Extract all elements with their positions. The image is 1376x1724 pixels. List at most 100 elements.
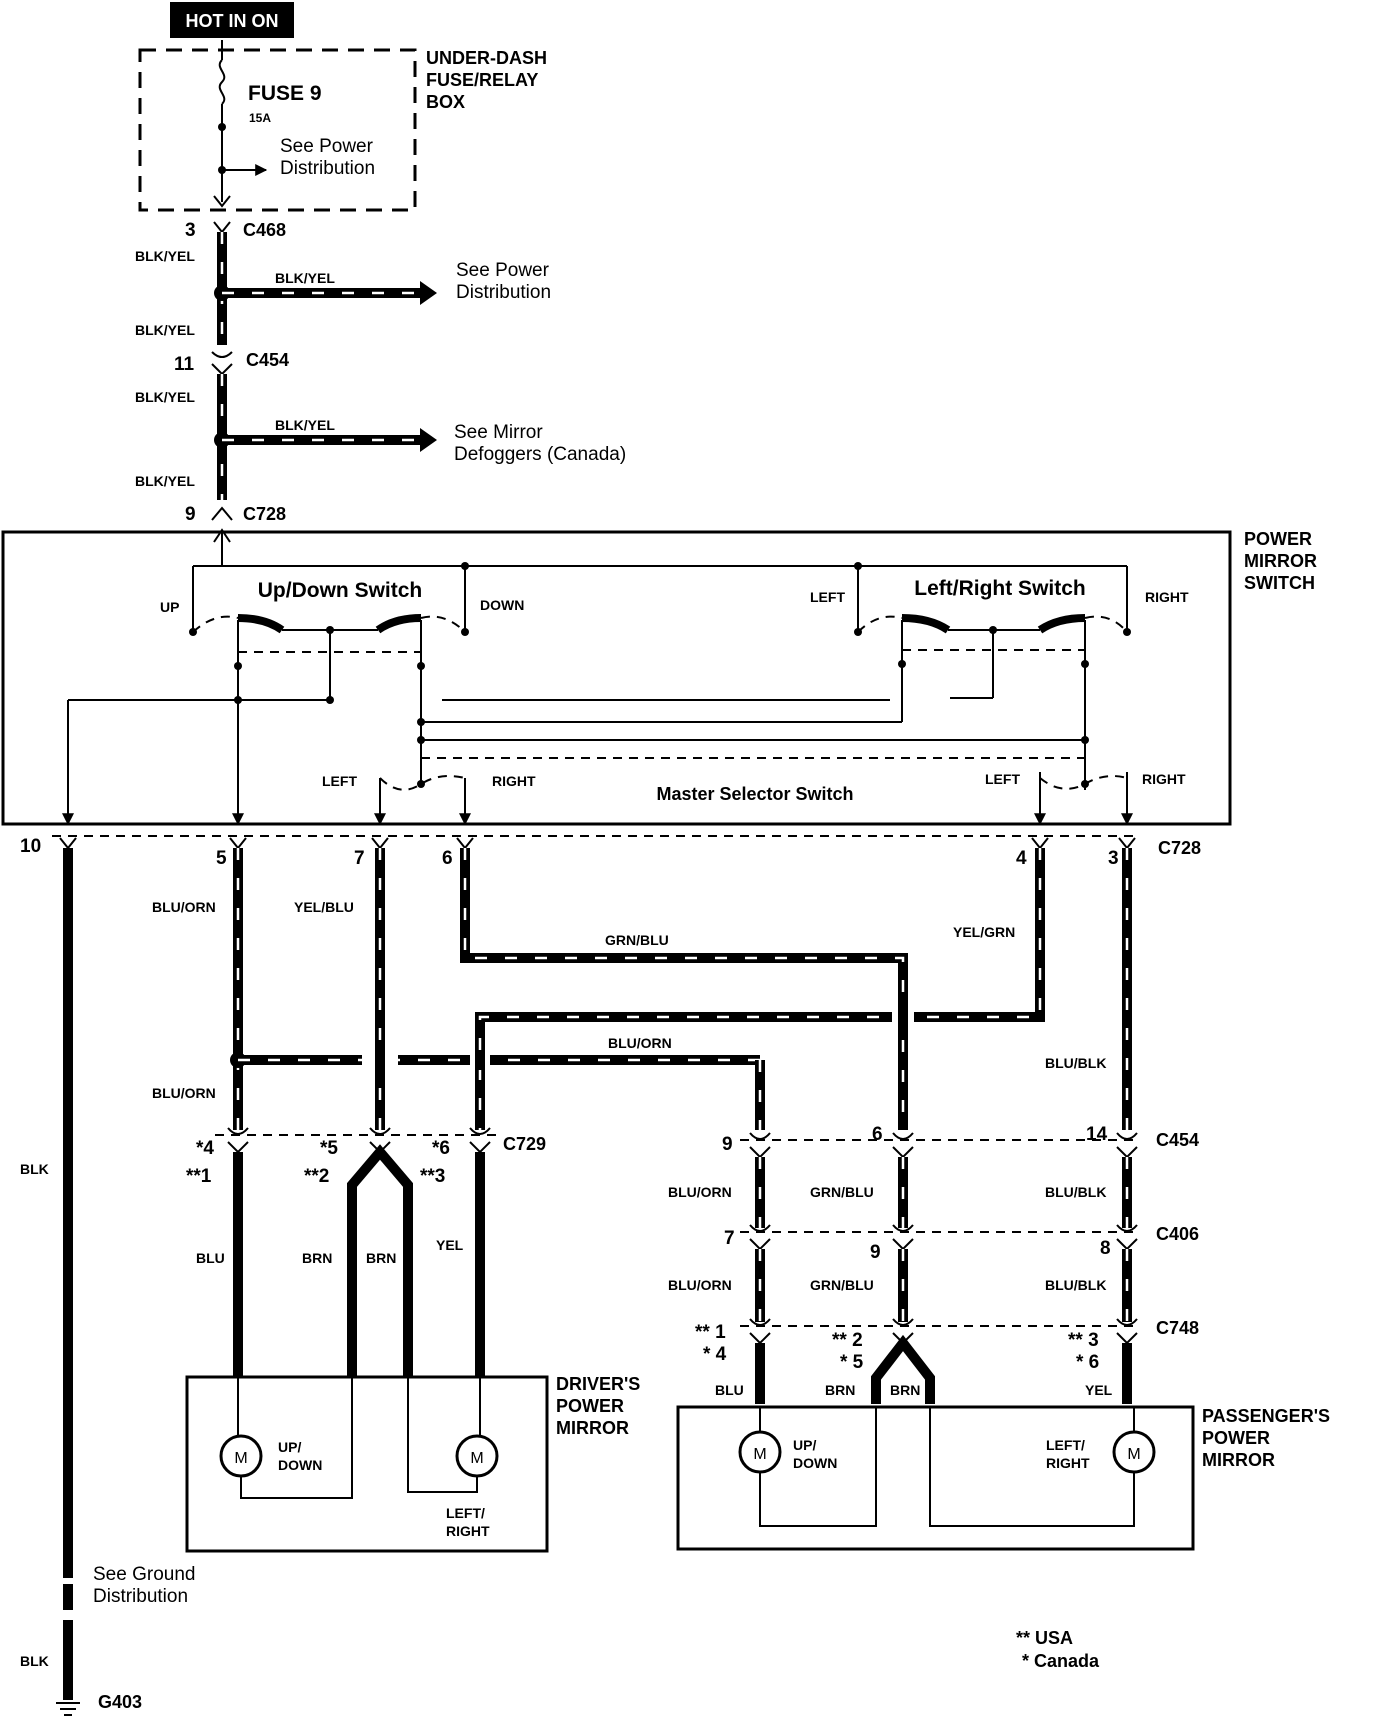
passenger-updown-2: DOWN — [793, 1455, 837, 1471]
pass-wire-blu-blk-1: BLU/BLK — [1045, 1184, 1106, 1200]
c728-pin-4: 4 — [1016, 848, 1027, 869]
driver-wire-yel: YEL — [436, 1237, 464, 1253]
c468-pin: 3 — [185, 220, 196, 241]
c728-pin-9: 9 — [185, 504, 196, 525]
c468-label: C468 — [243, 220, 286, 240]
driver-leftright-1: LEFT/ — [446, 1505, 485, 1521]
master-right-label-1: RIGHT — [492, 773, 536, 789]
passenger-updown-1: UP/ — [793, 1437, 816, 1453]
updown-switch-label: Up/Down Switch — [258, 579, 423, 602]
g403-label: G403 — [98, 1692, 142, 1712]
ground-wire: BLK See Ground Distribution BLK G403 — [20, 848, 195, 1716]
mid-wiring: BLU/ORN BLU/ORN BLU/ORN YEL/BLU GRN/BLU … — [152, 848, 1132, 1130]
driver-updown-1: UP/ — [278, 1439, 301, 1455]
driver-updown-2: DOWN — [278, 1457, 322, 1473]
c728-pin-7: 7 — [354, 848, 365, 869]
c406-pin-9: 9 — [870, 1242, 881, 1263]
pass-wire-brn-2: BRN — [890, 1382, 920, 1398]
wire-blk-yel-3: BLK/YEL — [135, 389, 195, 405]
driver-title-1: DRIVER'S — [556, 1374, 640, 1394]
passenger-wires: BLU BRN BRN YEL — [715, 1334, 1132, 1404]
under-dash-fuse-box: FUSE 9 15A See Power Distribution UNDER-… — [138, 40, 547, 212]
see-power-2-line1: See Power — [456, 260, 550, 281]
see-ground-line1: See Ground — [93, 1564, 195, 1585]
c748-pin-canada-5: * 5 — [840, 1352, 864, 1373]
c729-connector: *4 *5 *6 **1 **2 **3 C729 — [186, 1127, 546, 1187]
c728-pin-3: 3 — [1108, 848, 1119, 869]
c729-pin-canada-1: *4 — [196, 1138, 214, 1159]
c748-pin-usa-2: ** 2 — [832, 1330, 863, 1351]
driver-motor-m-2: M — [470, 1450, 483, 1467]
hot-in-on-text: HOT IN ON — [186, 11, 279, 31]
passenger-leftright-2: RIGHT — [1046, 1455, 1090, 1471]
fuse-rating: 15A — [249, 111, 271, 125]
driver-title-2: POWER — [556, 1396, 624, 1416]
c748-pin-canada-6: * 6 — [1076, 1352, 1099, 1373]
c454-pin-6: 6 — [872, 1124, 883, 1145]
ground-blk-label-1: BLK — [20, 1161, 49, 1177]
see-power-1-line1: See Power — [280, 136, 374, 157]
wire-blk-yel-2: BLK/YEL — [135, 322, 195, 338]
c454-label-top: C454 — [246, 350, 289, 370]
driver-leftright-2: RIGHT — [446, 1523, 490, 1539]
c728-pin-6: 6 — [442, 848, 453, 869]
wire-blu-orn-pin5: BLU/ORN — [152, 899, 216, 915]
wire-blk-yel-branch1: BLK/YEL — [275, 270, 335, 286]
driver-wire-brn-2: BRN — [366, 1250, 396, 1266]
wire-yel-grn: YEL/GRN — [953, 924, 1015, 940]
c748-pin-usa-1: ** 1 — [695, 1322, 726, 1343]
wire-blu-blk-upper: BLU/BLK — [1045, 1055, 1106, 1071]
hot-in-on-tag: HOT IN ON — [170, 2, 294, 38]
wire-yel-blu: YEL/BLU — [294, 899, 354, 915]
see-ground-line2: Distribution — [93, 1586, 188, 1607]
c729-pin-canada-2: *5 — [320, 1138, 338, 1159]
see-power-2-line2: Distribution — [456, 282, 551, 303]
fuse-box-label-3: BOX — [426, 92, 465, 112]
switch-title-2: MIRROR — [1244, 551, 1317, 571]
c729-label: C729 — [503, 1134, 546, 1154]
driver-wires: BLU BRN BRN YEL — [196, 1144, 485, 1376]
master-right-label-2: RIGHT — [1142, 771, 1186, 787]
c729-pin-usa-2: **2 — [304, 1166, 329, 1187]
fuse-box-label-2: FUSE/RELAY — [426, 70, 538, 90]
legend: ** USA * Canada — [1016, 1628, 1100, 1671]
c729-pin-usa-1: **1 — [186, 1166, 212, 1187]
driver-title-3: MIRROR — [556, 1418, 629, 1438]
pass-wire-grn-blu-1: GRN/BLU — [810, 1184, 874, 1200]
master-left-label-2: LEFT — [985, 771, 1020, 787]
driver-motor-m-1: M — [234, 1450, 247, 1467]
pass-wire-blu: BLU — [715, 1382, 744, 1398]
driver-wire-blu: BLU — [196, 1250, 225, 1266]
drivers-power-mirror: DRIVER'S POWER MIRROR M UP/ DOWN M LEFT/… — [185, 1374, 640, 1553]
ground-blk-label-2: BLK — [20, 1653, 49, 1669]
c728-lower-connector: 10 5 7 6 4 3 C728 — [20, 835, 1201, 869]
fuse-name: FUSE 9 — [248, 82, 322, 105]
leftright-switch-label: Left/Right Switch — [914, 577, 1086, 600]
passengers-power-mirror: PASSENGER'S POWER MIRROR M UP/ DOWN M LE… — [676, 1405, 1330, 1551]
c454-pin-top: 11 — [174, 354, 195, 375]
c728-label-lower: C728 — [1158, 838, 1201, 858]
c748-pin-usa-3: ** 3 — [1068, 1330, 1099, 1351]
passenger-motor-m-2: M — [1127, 1446, 1140, 1463]
passenger-title-1: PASSENGER'S — [1202, 1406, 1330, 1426]
c406-pin-7: 7 — [724, 1228, 735, 1249]
c748-label: C748 — [1156, 1318, 1199, 1338]
pass-wire-blu-orn-1: BLU/ORN — [668, 1184, 732, 1200]
c729-pin-usa-3: **3 — [420, 1166, 445, 1187]
wire-blu-orn-lower: BLU/ORN — [152, 1085, 216, 1101]
passenger-connectors: 9 6 14 C454 BLU/ORN GRN/BLU BLU/BLK 7 9 … — [668, 1124, 1199, 1373]
upper-wiring: 3 C468 BLK/YEL BLK/YEL See Power Distrib… — [135, 220, 626, 525]
down-label: DOWN — [480, 597, 524, 613]
c406-label: C406 — [1156, 1224, 1199, 1244]
wire-blk-yel-4: BLK/YEL — [135, 473, 195, 489]
c748-pin-canada-4: * 4 — [703, 1344, 727, 1365]
left-label-top: LEFT — [810, 589, 845, 605]
up-label: UP — [160, 599, 179, 615]
see-defog-line1: See Mirror — [454, 422, 543, 443]
see-defog-line2: Defoggers (Canada) — [454, 444, 626, 465]
legend-usa: ** USA — [1016, 1628, 1073, 1648]
fuse-box-label-1: UNDER-DASH — [426, 48, 547, 68]
c406-pin-8: 8 — [1100, 1238, 1111, 1259]
passenger-title-3: MIRROR — [1202, 1450, 1275, 1470]
driver-wire-brn-1: BRN — [302, 1250, 332, 1266]
